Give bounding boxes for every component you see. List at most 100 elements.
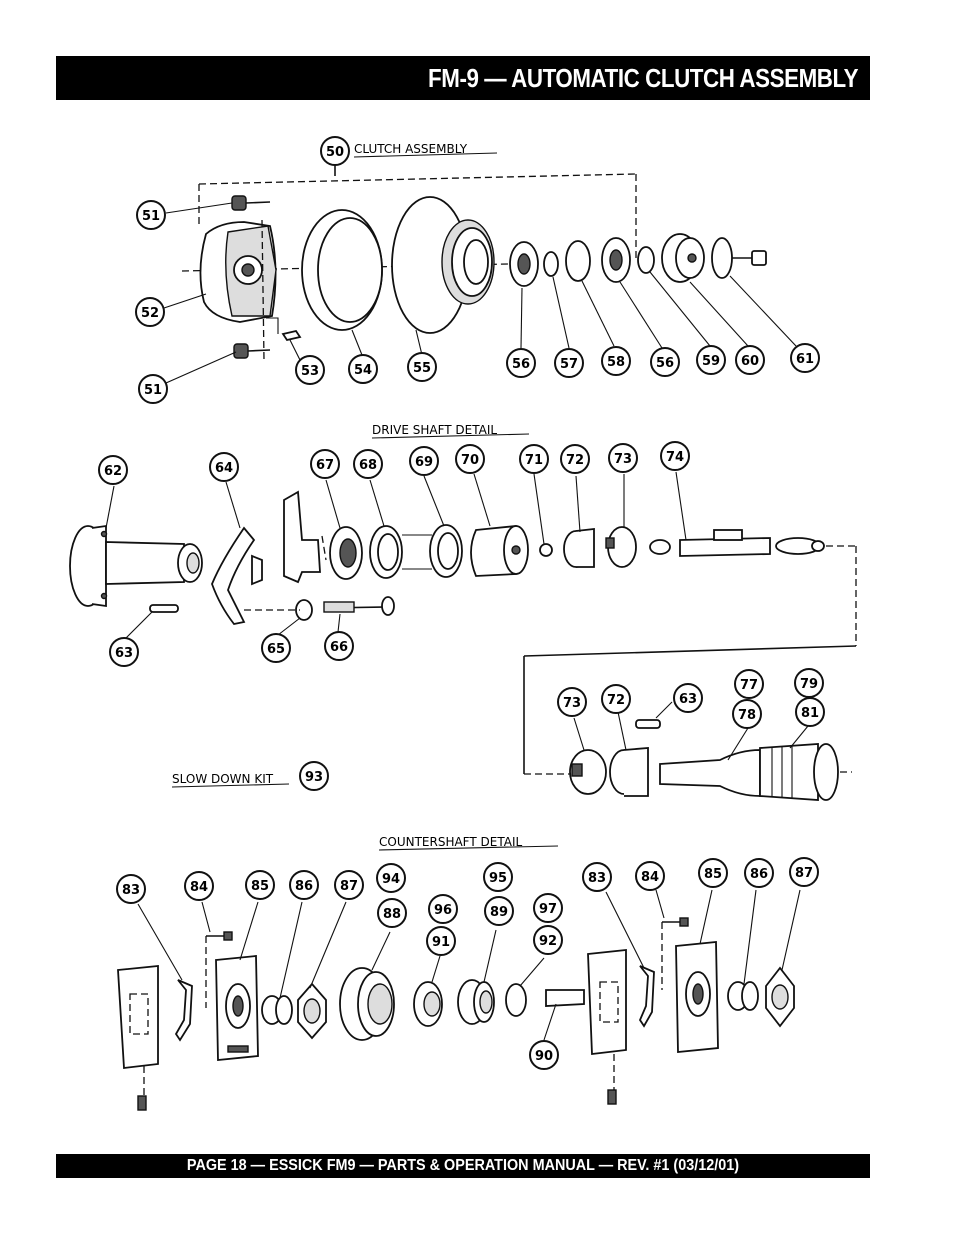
callout-circle bbox=[790, 343, 820, 373]
retaining-ring-part bbox=[565, 240, 591, 282]
callout-circle bbox=[533, 893, 563, 923]
callout-number: 87 bbox=[795, 866, 813, 881]
callout-number: 51 bbox=[142, 209, 160, 224]
callout-circle bbox=[310, 449, 340, 479]
callout-c84b: 84 bbox=[635, 861, 665, 891]
callout-circle bbox=[348, 354, 378, 384]
bracket-arm-part bbox=[174, 979, 193, 1042]
bearing-part bbox=[601, 237, 631, 283]
drive-shaft-group: DRIVE SHAFT DETAIL bbox=[69, 423, 857, 801]
callout-circle bbox=[601, 684, 631, 714]
callout-number: 67 bbox=[316, 458, 334, 473]
callout-c83b: 83 bbox=[582, 862, 612, 892]
collar-part bbox=[563, 527, 595, 568]
flange-shaft-part bbox=[69, 524, 203, 608]
callout-c62: 62 bbox=[98, 455, 128, 485]
bracket-plate-part bbox=[117, 965, 159, 1111]
mounting-plate-part bbox=[215, 955, 259, 1061]
callout-circle bbox=[554, 348, 584, 378]
callout-number: 72 bbox=[566, 453, 584, 468]
countershaft-pulley-part bbox=[413, 981, 443, 1027]
callout-number: 85 bbox=[251, 879, 269, 894]
callout-number: 59 bbox=[702, 354, 720, 369]
callout-number: 77 bbox=[740, 678, 758, 693]
clamp-part bbox=[569, 749, 607, 795]
callout-circle bbox=[299, 761, 329, 791]
callout-number: 94 bbox=[382, 872, 400, 887]
hub-part bbox=[470, 525, 529, 577]
callout-c63a: 63 bbox=[109, 637, 139, 667]
callout-number: 68 bbox=[359, 458, 377, 473]
bearing-part bbox=[509, 241, 539, 287]
callout-circle bbox=[334, 870, 364, 900]
callout-c95: 95 bbox=[483, 862, 513, 892]
bushing-part bbox=[261, 995, 293, 1025]
callout-circle bbox=[635, 861, 665, 891]
drive-shaft-part bbox=[649, 529, 825, 557]
slow-down-kit-group: SLOW DOWN KIT bbox=[171, 772, 290, 788]
callout-c89: 89 bbox=[484, 896, 514, 926]
page-title: FM-9 — AUTOMATIC CLUTCH ASSEMBLY bbox=[427, 63, 859, 93]
pulley-part bbox=[661, 233, 705, 283]
callout-c83a: 83 bbox=[116, 874, 146, 904]
callout-c63b: 63 bbox=[673, 683, 703, 713]
pin-part bbox=[149, 604, 179, 613]
callout-number: 56 bbox=[512, 357, 530, 372]
callout-circle bbox=[673, 683, 703, 713]
clutch-drum-ring-part bbox=[301, 209, 383, 331]
clutch-shoe-part bbox=[211, 526, 256, 625]
callout-circle bbox=[295, 355, 325, 385]
callout-c68: 68 bbox=[353, 449, 383, 479]
callout-circle bbox=[426, 926, 456, 956]
callout-number: 97 bbox=[539, 902, 557, 917]
bolt-part bbox=[661, 917, 689, 990]
callout-c70: 70 bbox=[455, 444, 485, 474]
callout-c57: 57 bbox=[554, 348, 584, 378]
bolt-part bbox=[231, 195, 271, 359]
callout-c78: 78 bbox=[732, 699, 762, 729]
callout-c90: 90 bbox=[529, 1040, 559, 1070]
slow-down-kit-label: SLOW DOWN KIT bbox=[172, 772, 274, 786]
callout-circle bbox=[116, 874, 146, 904]
callout-circle bbox=[484, 896, 514, 926]
callout-number: 73 bbox=[563, 696, 581, 711]
callout-circle bbox=[138, 374, 168, 404]
callout-c86a: 86 bbox=[289, 870, 319, 900]
callout-number: 84 bbox=[641, 870, 659, 885]
countershaft-part bbox=[545, 989, 585, 1007]
callout-number: 79 bbox=[800, 677, 818, 692]
callout-number: 61 bbox=[796, 352, 814, 367]
callout-c87a: 87 bbox=[334, 870, 364, 900]
callout-number: 66 bbox=[330, 640, 348, 655]
callout-circle bbox=[483, 862, 513, 892]
callout-c92: 92 bbox=[533, 925, 563, 955]
clutch-housing-part bbox=[199, 219, 277, 361]
callout-number: 64 bbox=[215, 461, 233, 476]
callout-circle bbox=[732, 699, 762, 729]
bearing-part bbox=[329, 526, 363, 580]
callout-c79: 79 bbox=[794, 668, 824, 698]
callout-c94: 94 bbox=[376, 863, 406, 893]
callout-c58: 58 bbox=[601, 346, 631, 376]
washer-bolt-part bbox=[711, 237, 767, 279]
callout-c59: 59 bbox=[696, 345, 726, 375]
callout-c56b: 56 bbox=[650, 347, 680, 377]
callout-circle bbox=[320, 136, 350, 166]
callout-number: 65 bbox=[267, 642, 285, 657]
callout-c64: 64 bbox=[209, 452, 239, 482]
pulley-drum-part bbox=[391, 196, 495, 334]
callout-c74: 74 bbox=[660, 441, 690, 471]
callout-circle bbox=[324, 631, 354, 661]
callout-number: 63 bbox=[679, 692, 697, 707]
mounting-plate-part bbox=[675, 941, 719, 1053]
callout-c84a: 84 bbox=[184, 871, 214, 901]
bushing-part bbox=[727, 981, 759, 1011]
callout-circle bbox=[377, 898, 407, 928]
callout-circle bbox=[519, 444, 549, 474]
callout-circle bbox=[209, 452, 239, 482]
spacer-part bbox=[637, 246, 655, 274]
callout-number: 70 bbox=[461, 453, 479, 468]
callout-c87b: 87 bbox=[789, 857, 819, 887]
callout-number: 81 bbox=[801, 706, 819, 721]
